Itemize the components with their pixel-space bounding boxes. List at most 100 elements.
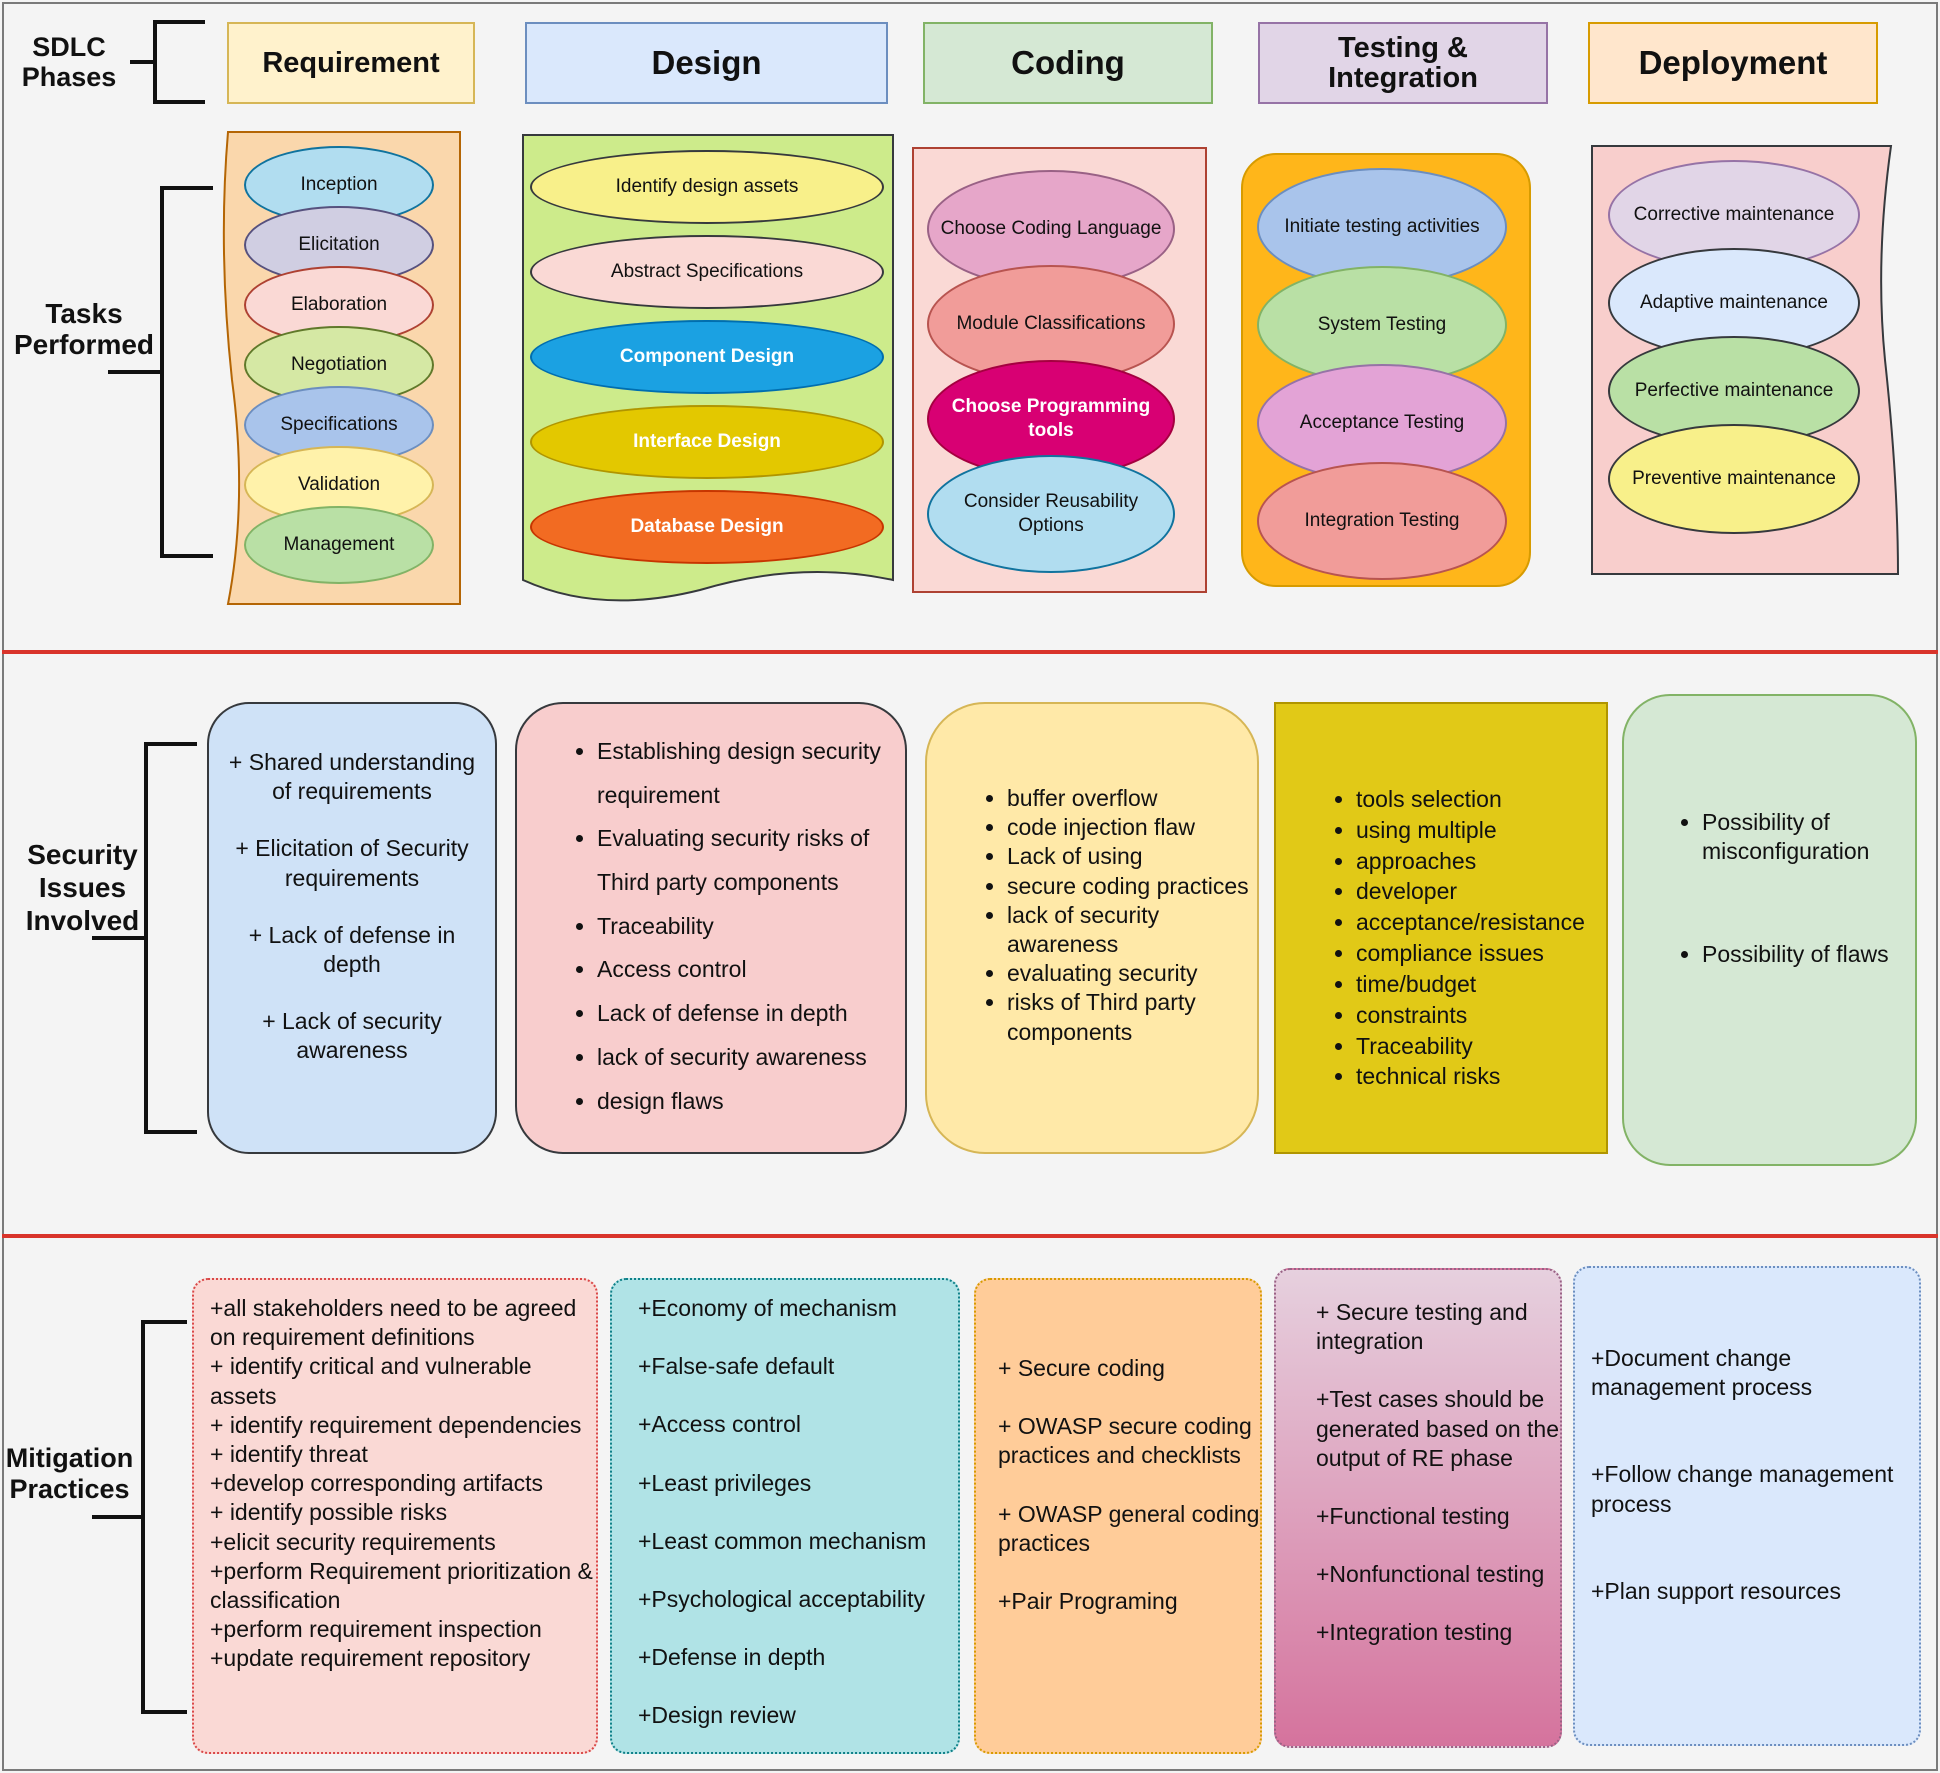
task-ellipse: Choose Programming tools xyxy=(927,360,1175,478)
security-box-coding: buffer overflowcode injection flawLack o… xyxy=(925,702,1259,1154)
task-label: Management xyxy=(283,534,395,556)
security-list: Establishing design security requirement… xyxy=(597,730,897,1123)
phase-requirement: Requirement xyxy=(227,22,475,104)
task-ellipse: Abstract Specifications xyxy=(530,235,884,309)
security-item: compliance issues xyxy=(1356,938,1604,969)
mitigation-list: + Secure testing and integration +Test ca… xyxy=(1316,1298,1560,1648)
task-label: Choose Programming tools xyxy=(951,396,1151,441)
phase-title: Testing & Integration xyxy=(1328,31,1478,94)
label-mitigation-practices: Mitigation Practices xyxy=(5,1443,134,1505)
security-item: Possibility of misconfiguration xyxy=(1702,808,1907,866)
security-item: buffer overflow xyxy=(1007,784,1249,813)
task-label: Elaboration xyxy=(290,294,388,316)
security-item: Lack of using xyxy=(1007,842,1249,871)
security-item: code injection flaw xyxy=(1007,813,1249,842)
mitigation-item: +Design review xyxy=(638,1702,796,1729)
task-label: Acceptance Testing xyxy=(1299,412,1465,434)
task-label: Preventive maintenance xyxy=(1632,468,1836,490)
task-ellipse: Preventive maintenance xyxy=(1608,424,1860,534)
security-item: + Lack of security awareness xyxy=(262,1008,442,1064)
task-ellipse: Database Design xyxy=(530,490,884,564)
task-label: Integration Testing xyxy=(1304,510,1460,532)
task-label: Choose Coding Language xyxy=(940,218,1162,240)
security-item: + Lack of defense in depth xyxy=(248,921,456,978)
mitigation-item: +perform Requirement prioritization & cl… xyxy=(210,1557,593,1614)
task-label: Corrective maintenance xyxy=(1633,204,1835,226)
mitigation-item: + identify requirement dependencies xyxy=(210,1411,582,1438)
phase-deployment: Deployment xyxy=(1588,22,1878,104)
mitigation-item: +develop corresponding artifacts xyxy=(210,1470,544,1497)
security-item: Traceability xyxy=(1356,1031,1604,1062)
security-item: developer xyxy=(1356,876,1604,907)
mitigation-item: +elicit security requirements xyxy=(210,1528,496,1555)
security-box-deployment: Possibility of misconfigurationPossibili… xyxy=(1622,694,1917,1166)
task-label: Component Design xyxy=(619,346,795,368)
security-box-requirement: + Shared understanding of requirements + … xyxy=(207,702,497,1154)
label-security-issues: Security Issues Involved xyxy=(25,839,140,937)
mitigation-item: +all stakeholders need to be agreed on r… xyxy=(210,1295,577,1351)
task-ellipse: Interface Design xyxy=(530,405,884,479)
phase-title: Requirement xyxy=(262,46,440,79)
mitigation-box-requirement: +all stakeholders need to be agreed on r… xyxy=(192,1278,598,1754)
mitigation-box-design: +Economy of mechanism+False-safe default… xyxy=(610,1278,960,1754)
security-item: using multiple xyxy=(1356,815,1604,846)
mitigation-item: +update requirement repository xyxy=(210,1645,531,1672)
task-label: Inception xyxy=(300,174,378,196)
label-tasks-performed: Tasks Performed xyxy=(13,298,155,361)
security-item: Establishing design security requirement xyxy=(597,730,897,817)
mitigation-item: +Least privileges xyxy=(638,1469,812,1496)
security-item: + Elicitation of Security requirements xyxy=(235,835,469,891)
security-item: + Shared understanding of requirements xyxy=(228,749,476,805)
security-item: evaluating security xyxy=(1007,959,1249,988)
mitigation-item: +Functional testing xyxy=(1316,1503,1510,1530)
security-item: lack of security awareness xyxy=(1007,901,1249,959)
mitigation-box-testing: + Secure testing and integration +Test ca… xyxy=(1274,1268,1562,1748)
bracket-security xyxy=(92,742,197,1134)
mitigation-item: + identify possible risks xyxy=(210,1499,448,1526)
phase-coding: Coding xyxy=(923,22,1213,104)
task-label: Initiate testing activities xyxy=(1284,216,1480,238)
phase-title: Coding xyxy=(1011,43,1125,81)
task-label: Validation xyxy=(297,474,381,496)
security-box-testing: tools selectionusing multipleapproachesd… xyxy=(1274,702,1608,1154)
mitigation-item: +Nonfunctional testing xyxy=(1316,1561,1545,1588)
mitigation-list: +Document change management process+Foll… xyxy=(1591,1344,1911,1606)
mitigation-list: +all stakeholders need to be agreed on r… xyxy=(210,1294,596,1674)
bracket-phases xyxy=(130,20,205,104)
security-item: secure coding practices xyxy=(1007,872,1249,901)
security-box-design: Establishing design security requirement… xyxy=(515,702,907,1154)
mitigation-item: +Access control xyxy=(638,1411,801,1438)
mitigation-item: +Pair Programing xyxy=(998,1588,1178,1615)
security-list: tools selectionusing multipleapproachesd… xyxy=(1356,784,1604,1092)
mitigation-item: + OWASP general coding practices xyxy=(998,1500,1260,1556)
security-item: tools selection xyxy=(1356,784,1604,815)
mitigation-list: +Economy of mechanism+False-safe default… xyxy=(638,1294,958,1731)
mitigation-item: +Integration testing xyxy=(1316,1619,1513,1646)
task-label: Consider Reusability Options xyxy=(963,491,1139,536)
mitigation-item: +Test cases should be generated based on… xyxy=(1316,1386,1559,1471)
security-item: Evaluating security risks of Third party… xyxy=(597,817,897,904)
mitigation-item: +Psychological acceptability xyxy=(638,1586,926,1613)
security-item: design flaws xyxy=(597,1080,897,1124)
mitigation-list: + Secure coding+ OWASP secure coding pra… xyxy=(998,1354,1260,1616)
security-item: technical risks xyxy=(1356,1061,1604,1092)
mitigation-item: +Defense in depth xyxy=(638,1644,826,1671)
task-ellipse: Identify design assets xyxy=(530,150,884,224)
mitigation-item: +Least common mechanism xyxy=(638,1527,927,1554)
separator-2 xyxy=(2,1234,1938,1238)
task-label: Identify design assets xyxy=(615,176,799,198)
phase-testing: Testing & Integration xyxy=(1258,22,1548,104)
task-label: Specifications xyxy=(280,414,398,436)
mitigation-item: + identify critical and vulnerable asset… xyxy=(210,1353,532,1409)
security-item: time/budget xyxy=(1356,969,1604,1000)
mitigation-item: + identify threat xyxy=(210,1441,368,1468)
security-item: acceptance/resistance xyxy=(1356,907,1604,938)
label-sdlc-phases: SDLC Phases xyxy=(21,32,117,93)
task-label: Perfective maintenance xyxy=(1634,380,1834,402)
mitigation-item: +False-safe default xyxy=(638,1353,835,1380)
task-ellipse: Component Design xyxy=(530,320,884,394)
mitigation-item: + OWASP secure coding practices and chec… xyxy=(998,1413,1252,1469)
mitigation-item: + Secure testing and integration xyxy=(1316,1299,1528,1355)
